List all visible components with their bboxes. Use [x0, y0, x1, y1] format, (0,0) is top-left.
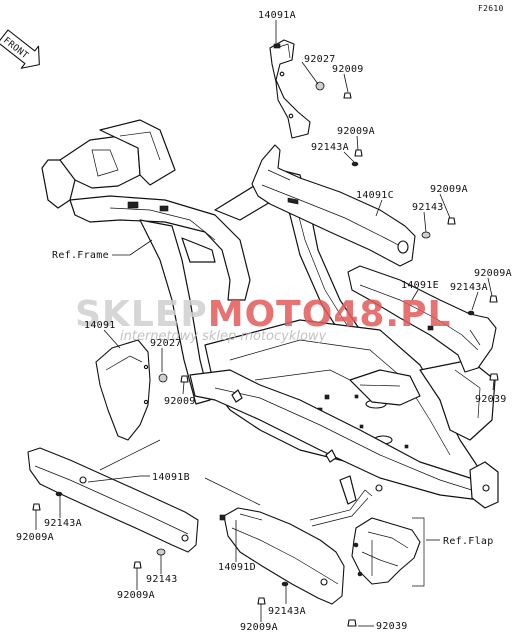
watermark-prefix: SKLEP	[75, 294, 208, 335]
callout-labels: 14091A 92027 92009 92009A 92143A 14091C …	[16, 10, 512, 632]
nut-92143a-rear	[467, 310, 475, 316]
callout-14091c: 14091C	[356, 190, 394, 201]
callout-14091a: 14091A	[258, 10, 296, 21]
nut-92143a-upper	[351, 161, 359, 167]
watermark-suffix: MOTO48.PL	[208, 294, 452, 335]
screw-92039-lower	[347, 619, 357, 627]
callout-92009a-lower-center: 92009A	[117, 590, 155, 601]
part-14091a	[269, 39, 311, 139]
callout-92143a-lower-right: 92143A	[268, 606, 306, 617]
callout-92027-upper: 92027	[304, 54, 336, 65]
part-14091d	[219, 507, 345, 605]
screw-92009-lower	[180, 375, 189, 383]
reference-frame	[41, 119, 499, 527]
callout-14091b: 14091B	[152, 472, 190, 483]
washer-92027-lower	[158, 373, 168, 383]
leader-lines	[35, 20, 495, 627]
callout-14091d: 14091D	[218, 562, 256, 573]
washer-92143-mid	[421, 231, 431, 239]
callout-92009a-lower-right: 92009A	[240, 622, 278, 632]
part-14091	[95, 339, 151, 441]
reference-flap	[351, 517, 421, 585]
callout-92039-lower: 92039	[376, 621, 408, 632]
callout-92009-upper: 92009	[332, 64, 364, 75]
washer-92143-lower	[156, 548, 166, 556]
callout-14091: 14091	[84, 320, 116, 331]
callout-92027-lower: 92027	[150, 338, 182, 349]
screw-92009-upper	[343, 92, 352, 99]
screw-92009a-lower-left	[32, 503, 41, 511]
screw-92009a-lower-right	[257, 597, 266, 605]
screw-92039-rear	[489, 373, 499, 381]
callout-ref-frame: Ref.Frame	[52, 250, 109, 261]
callout-14091e: 14091E	[401, 280, 439, 291]
screw-92009a-upper	[354, 149, 363, 157]
screw-92009a-rear	[489, 295, 498, 303]
callout-92009a-rear: 92009A	[474, 268, 512, 279]
figure-code: F2610	[478, 4, 504, 13]
part-14091c	[251, 144, 416, 267]
callout-92143-lower: 92143	[146, 574, 178, 585]
callout-ref-flap: Ref.Flap	[443, 536, 494, 547]
svg-text:SKLEPMOTO48.PL: SKLEPMOTO48.PL	[75, 294, 451, 335]
callout-92009-lower: 92009	[164, 396, 196, 407]
watermark: SKLEPMOTO48.PL internetowy sklep motocyk…	[75, 294, 451, 344]
callout-92009a-lower-left: 92009A	[16, 532, 54, 543]
nut-92143a-lower-right	[281, 581, 289, 587]
watermark-subtitle: internetowy sklep motocyklowy	[120, 329, 327, 344]
nut-92143a-lower-left	[55, 491, 63, 497]
callout-92039-rear: 92039	[475, 394, 507, 405]
callout-92143a-lower-left: 92143A	[44, 518, 82, 529]
part-14091b	[27, 447, 199, 553]
callout-92143a-rear: 92143A	[450, 282, 488, 293]
callout-92143-mid: 92143	[412, 202, 444, 213]
callout-92009a-upper: 92009A	[337, 126, 375, 137]
callout-92143a-upper: 92143A	[311, 142, 349, 153]
part-14091e	[347, 265, 497, 373]
front-direction-badge: FRONT	[0, 29, 40, 69]
screw-92009a-lower-center	[133, 561, 142, 569]
callout-92009a-mid: 92009A	[430, 184, 468, 195]
screw-92009a-mid	[447, 217, 456, 225]
